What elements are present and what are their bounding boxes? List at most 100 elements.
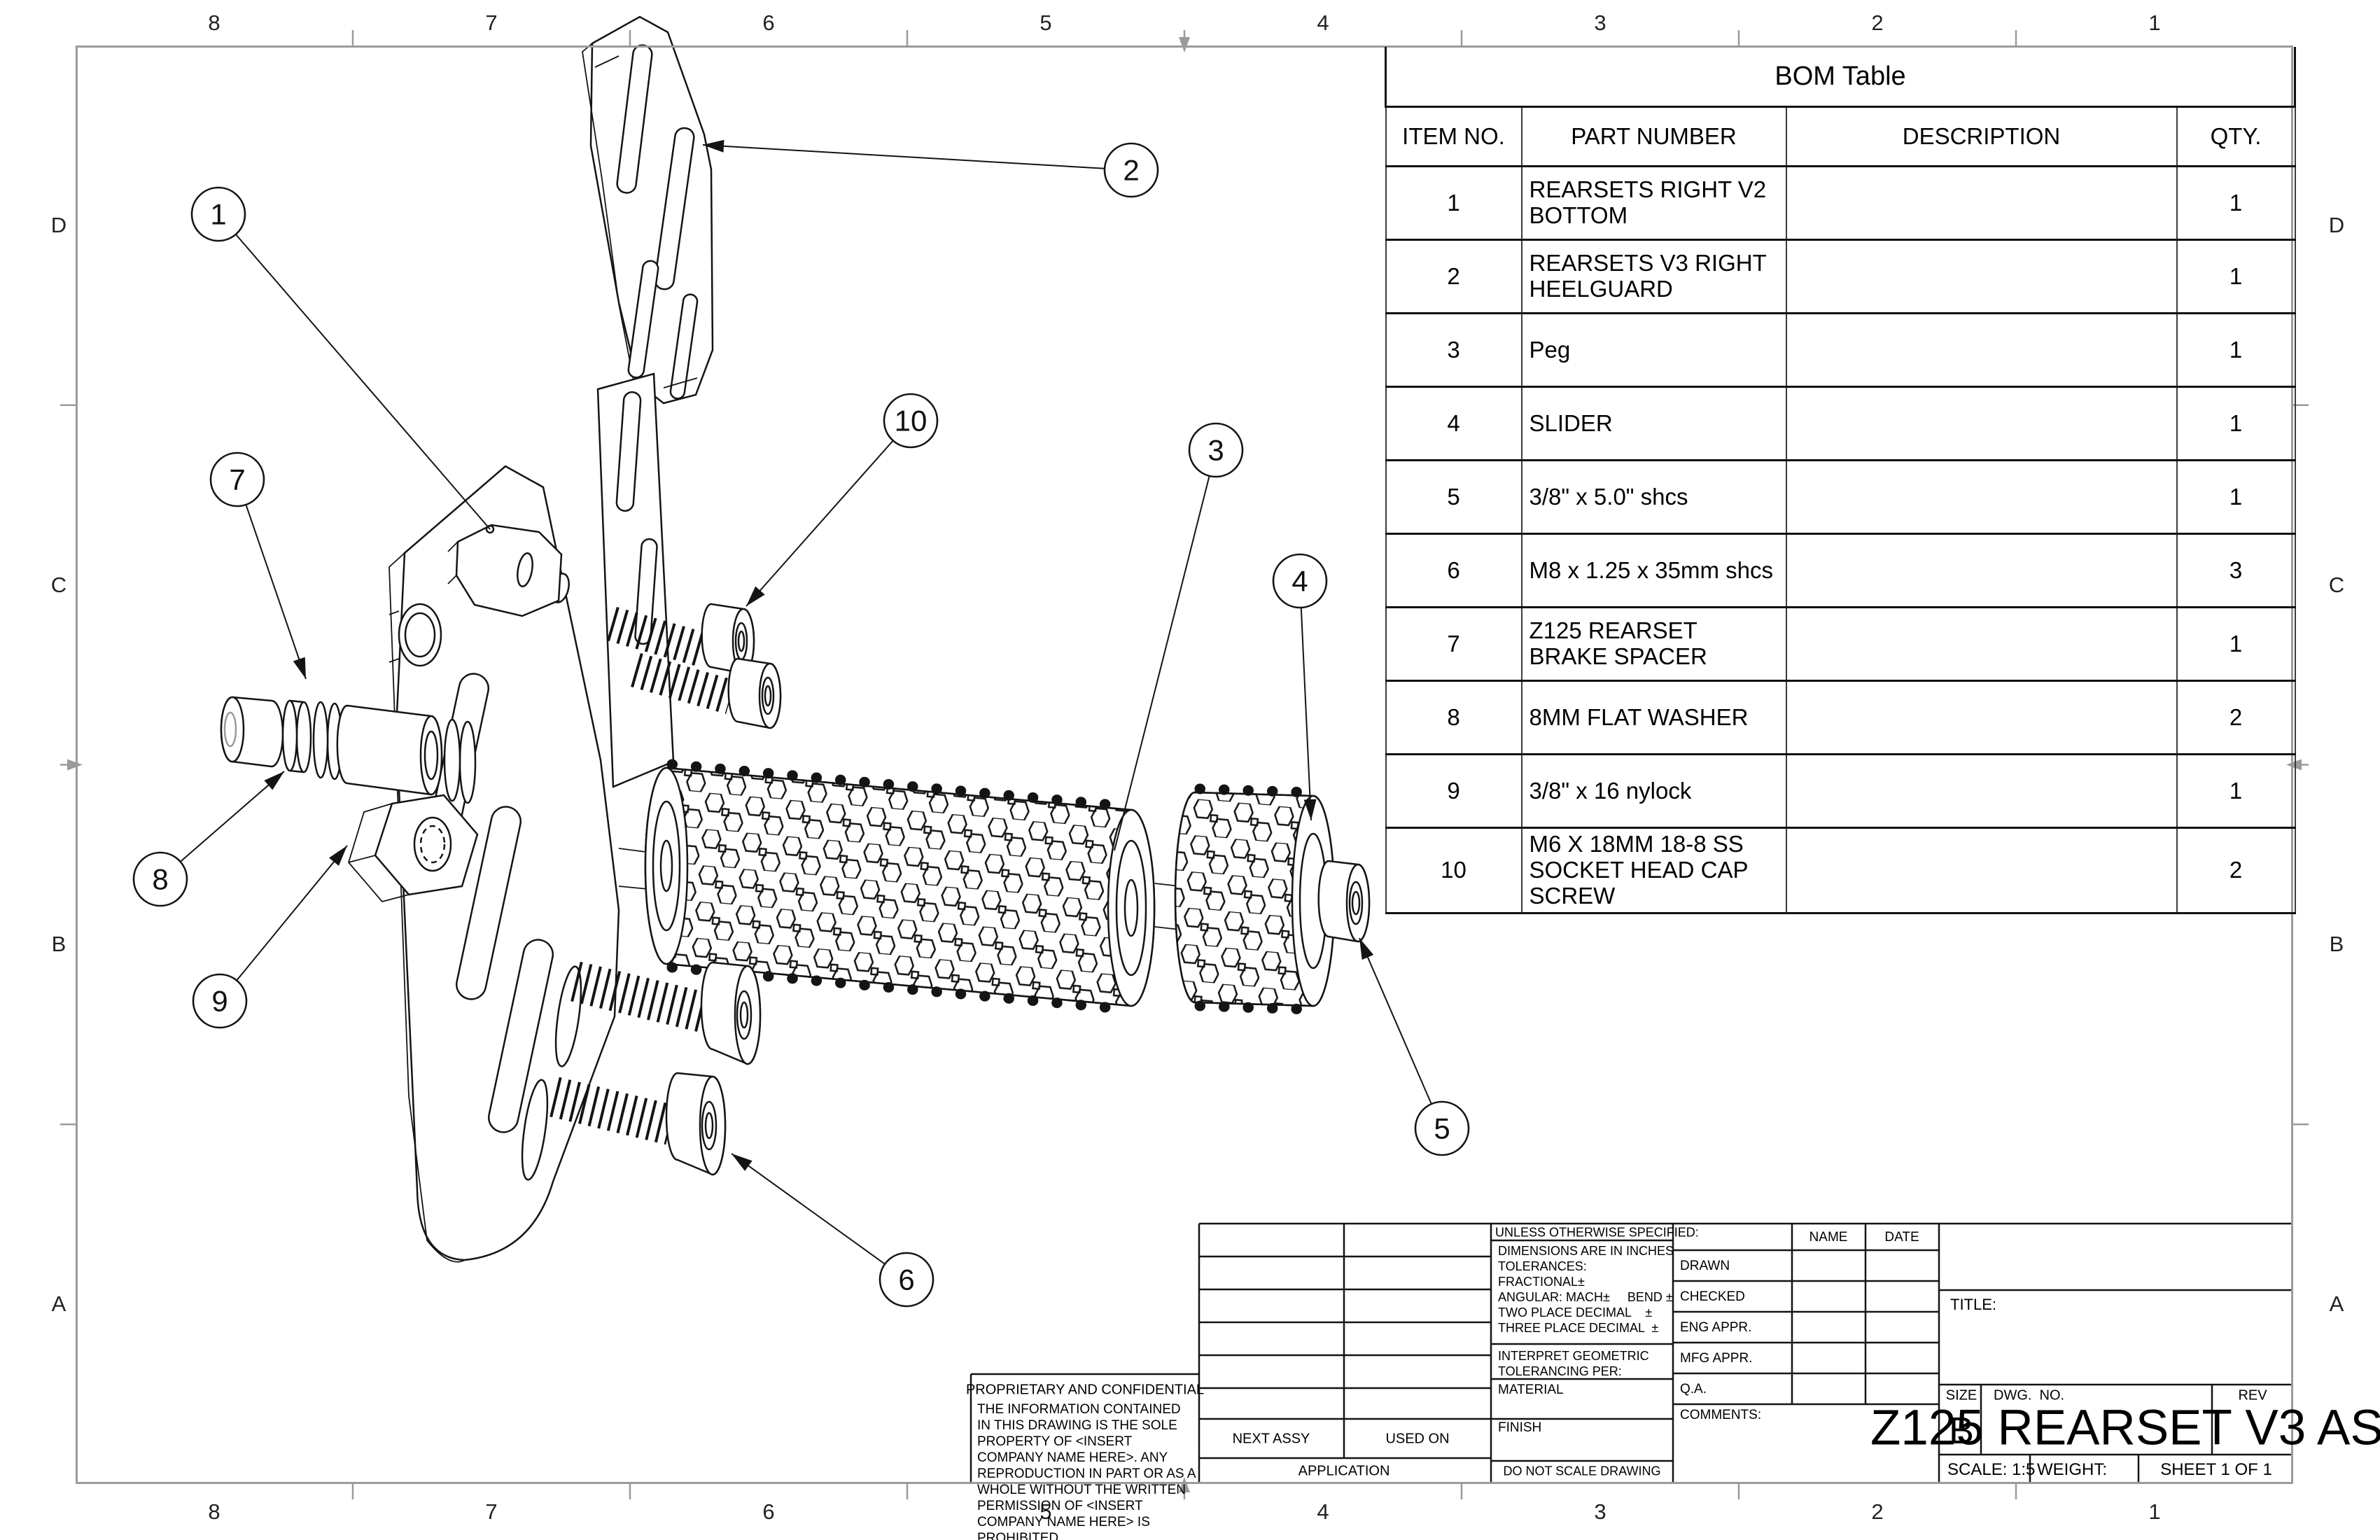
zone-bottom-1: 1 (2148, 1499, 2161, 1524)
date-col-label: DATE (1884, 1230, 1919, 1245)
zone-top-6: 6 (762, 10, 775, 35)
bom-cell-item: 8 (1385, 680, 1522, 755)
bom-cell-item: 10 (1385, 827, 1522, 914)
balloon-10 (883, 393, 939, 449)
bracket-plate-part (388, 465, 620, 1263)
zone-top-3: 3 (1594, 10, 1606, 35)
zone-bottom-5: 5 (1040, 1499, 1052, 1524)
zone-right-A: A (2329, 1292, 2344, 1317)
bom-cell-qty: 1 (2176, 459, 2296, 535)
zone-right-B: B (2329, 932, 2344, 957)
bom-title: BOM Table (1384, 47, 2297, 108)
leader-line (1359, 937, 1432, 1105)
drawing-number: Z125 REARSET V3 ASSY (1870, 1400, 2380, 1456)
zone-top-7: 7 (485, 10, 498, 35)
balloon-1 (190, 186, 246, 242)
balloon-5 (1414, 1100, 1470, 1156)
bom-cell-part: 8MM FLAT WASHER (1520, 680, 1787, 755)
zone-right-C: C (2328, 572, 2345, 597)
used-on-label: USED ON (1385, 1431, 1450, 1447)
material-label: MATERIAL (1498, 1382, 1564, 1397)
drawn-label: DRAWN (1680, 1259, 1730, 1273)
application-label: APPLICATION (1298, 1463, 1390, 1479)
title-block-grid (969, 1222, 2293, 1484)
leader-line (245, 504, 307, 680)
leader-line (235, 234, 491, 530)
title-label: TITLE: (1950, 1296, 1997, 1313)
bom-table: BOM Table ITEM NO. PART NUMBER DESCRIPTI… (1384, 47, 2297, 914)
bom-cell-item: 7 (1385, 606, 1522, 682)
eng-appr-label: ENG APPR. (1680, 1320, 1752, 1335)
bom-header-row: ITEM NO. PART NUMBER DESCRIPTION QTY. (1385, 106, 2296, 167)
leader-arrowhead-icon (329, 846, 347, 866)
bom-cell-qty: 1 (2176, 606, 2296, 682)
zone-left-A: A (51, 1292, 66, 1317)
bom-cell-item: 3 (1385, 312, 1522, 388)
bom-cell-desc (1785, 827, 2178, 914)
slider-part (1174, 783, 1336, 1015)
bom-col-part: PART NUMBER (1520, 106, 1787, 167)
bom-cell-part: REARSETS V3 RIGHT HEELGUARD (1520, 239, 1787, 314)
weight-label: WEIGHT: (2037, 1460, 2107, 1479)
bom-col-qty: QTY. (2176, 106, 2296, 167)
rev-label: REV (2238, 1387, 2267, 1404)
balloon-6 (878, 1252, 934, 1308)
name-col-label: NAME (1809, 1230, 1848, 1245)
bom-cell-part: M6 X 18MM 18-8 SS SOCKET HEAD CAP SCREW (1520, 827, 1787, 914)
bom-cell-item: 4 (1385, 386, 1522, 461)
zone-bottom-3: 3 (1594, 1499, 1606, 1524)
m8-bolt (550, 1072, 727, 1176)
zone-bottom-4: 4 (1317, 1499, 1329, 1524)
socket-recess-icon (223, 711, 237, 748)
balloon-8 (132, 851, 188, 907)
bom-cell-item: 2 (1385, 239, 1522, 314)
bom-cell-qty: 1 (2176, 239, 2296, 314)
bom-cell-part: SLIDER (1520, 386, 1787, 461)
zone-ticks (60, 30, 2309, 1499)
zone-top-5: 5 (1040, 10, 1052, 35)
zone-left-B: B (51, 932, 66, 957)
bom-cell-qty: 2 (2176, 680, 2296, 755)
leader-arrowhead-icon (703, 139, 724, 153)
finish-label: FINISH (1498, 1420, 1542, 1435)
proprietary-body: THE INFORMATION CONTAINED IN THIS DRAWIN… (977, 1402, 1196, 1540)
bom-cell-qty: 3 (2176, 533, 2296, 608)
m8-bolt (570, 961, 762, 1065)
bom-cell-desc (1785, 680, 2178, 755)
nylock-nut-part (347, 794, 479, 903)
balloon-number: 10 (895, 405, 927, 438)
tolerance-notes: DIMENSIONS ARE IN INCHES TOLERANCES: FRA… (1498, 1244, 1674, 1335)
zone-bottom-7: 7 (485, 1499, 498, 1524)
leader-arrowhead-icon (1303, 799, 1317, 820)
zone-bottom-2: 2 (1871, 1499, 1884, 1524)
leader-arrowhead-icon (293, 657, 306, 679)
bom-cell-item: 1 (1385, 165, 1522, 241)
leader-line (236, 845, 348, 981)
bom-cell-item: 9 (1385, 753, 1522, 829)
zone-bottom-6: 6 (762, 1499, 775, 1524)
leader-arrowhead-icon (1359, 938, 1374, 960)
leader-line (731, 1153, 886, 1265)
dwg-no-label: DWG. NO. (1994, 1387, 2065, 1404)
bom-cell-desc (1785, 533, 2178, 608)
bom-cell-desc (1785, 386, 2178, 461)
zone-left-D: D (50, 212, 67, 237)
zone-left-C: C (50, 572, 67, 597)
zone-top-4: 4 (1317, 10, 1329, 35)
bom-cell-qty: 1 (2176, 753, 2296, 829)
balloon-number: 7 (229, 463, 245, 496)
balloon-2 (1103, 142, 1159, 198)
balloon-9 (192, 973, 248, 1029)
bom-cell-part: Z125 REARSET BRAKE SPACER (1520, 606, 1787, 682)
m6-screw (631, 652, 782, 729)
bom-col-item: ITEM NO. (1385, 106, 1522, 167)
